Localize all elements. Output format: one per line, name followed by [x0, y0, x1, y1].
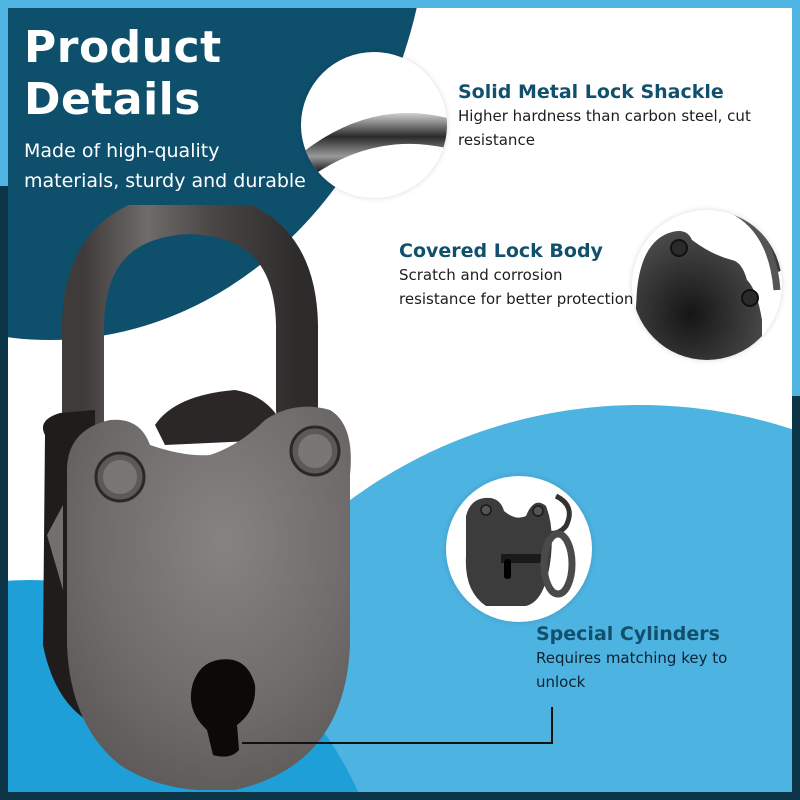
callout-leader-line-horizontal: [242, 742, 553, 744]
callout-leader-line-vertical: [551, 707, 553, 744]
frame-border-top: [0, 0, 800, 8]
shackle-closeup-image: [301, 52, 447, 198]
feature-special-cylinders: Special Cylinders Requires matching key …: [536, 622, 776, 694]
feature-lock-body: Covered Lock Body Scratch and corrosion …: [399, 239, 639, 311]
feature-description: Requires matching key to unlock: [536, 649, 728, 691]
frame-border-bottom: [0, 792, 800, 800]
feature-title: Solid Metal Lock Shackle: [458, 81, 724, 103]
frame-border-left-dark: [0, 186, 8, 800]
headline: Product Details Made of high-quality mat…: [24, 22, 314, 196]
frame-border-right-light: [792, 0, 800, 396]
padlock-icon: [42, 191, 351, 791]
feature-shackle: Solid Metal Lock Shackle Higher hardness…: [458, 80, 778, 152]
shackle-icon: [301, 113, 447, 184]
title-line-2: Details: [24, 74, 201, 125]
feature-description: Higher hardness than carbon steel, cut r…: [458, 107, 751, 149]
feature-title: Covered Lock Body: [399, 240, 603, 262]
title-line-1: Product: [24, 22, 222, 73]
page-subtitle: Made of high-quality materials, sturdy a…: [24, 140, 306, 192]
feature-description: Scratch and corrosion resistance for bet…: [399, 266, 634, 308]
feature-title: Special Cylinders: [536, 623, 720, 645]
key-in-lock-closeup-image: [446, 476, 592, 622]
frame-border-right-dark: [792, 396, 800, 800]
frame-border-left-light: [0, 0, 8, 186]
lock-body-icon: [632, 210, 782, 360]
padlock-image: [25, 191, 365, 791]
lock-body-closeup-image: [632, 210, 782, 360]
key-icon: [465, 493, 576, 606]
page-title: Product Details: [24, 22, 314, 126]
